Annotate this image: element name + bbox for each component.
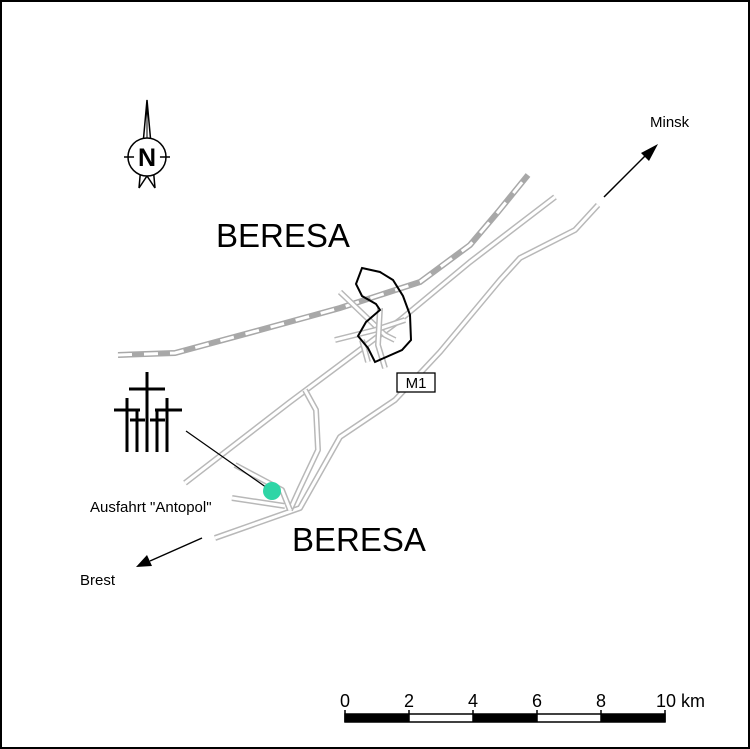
exit-label: Ausfahrt "Antopol" — [90, 499, 212, 516]
railway-line — [117, 173, 531, 358]
scale-tick-label: 10 km — [656, 691, 705, 711]
road-m1 — [214, 202, 601, 541]
town-boundary — [354, 266, 413, 364]
memorial-leader-line — [185, 430, 271, 491]
memorial-crosses-icon — [114, 372, 182, 452]
road-town-local — [334, 289, 406, 369]
scale-segment — [345, 714, 409, 722]
scale-tick-label: 0 — [340, 691, 350, 711]
scale-tick-label: 4 — [468, 691, 478, 711]
north-letter: N — [138, 144, 156, 172]
north-arrow-icon: N — [124, 99, 170, 189]
scale-segment — [601, 714, 665, 722]
town-label-north: BERESA — [216, 217, 350, 254]
scale-bar: 0 2 4 6 8 10 km — [340, 691, 705, 723]
arrow-to-minsk — [603, 144, 658, 198]
destination-minsk: Minsk — [650, 114, 690, 131]
road-connector — [287, 388, 321, 512]
road-shield-label: M1 — [406, 375, 427, 392]
arrow-to-brest — [136, 537, 203, 567]
scale-segment — [473, 714, 537, 722]
road-network — [183, 194, 601, 541]
scale-tick-label: 8 — [596, 691, 606, 711]
scale-tick-label: 2 — [404, 691, 414, 711]
road-shield-m1: M1 — [396, 372, 436, 393]
road-exit-ramp — [231, 462, 293, 512]
memorial-site-marker — [263, 482, 281, 500]
town-label-south: BERESA — [292, 521, 426, 558]
destination-brest: Brest — [80, 572, 116, 589]
scale-tick-label: 6 — [532, 691, 542, 711]
